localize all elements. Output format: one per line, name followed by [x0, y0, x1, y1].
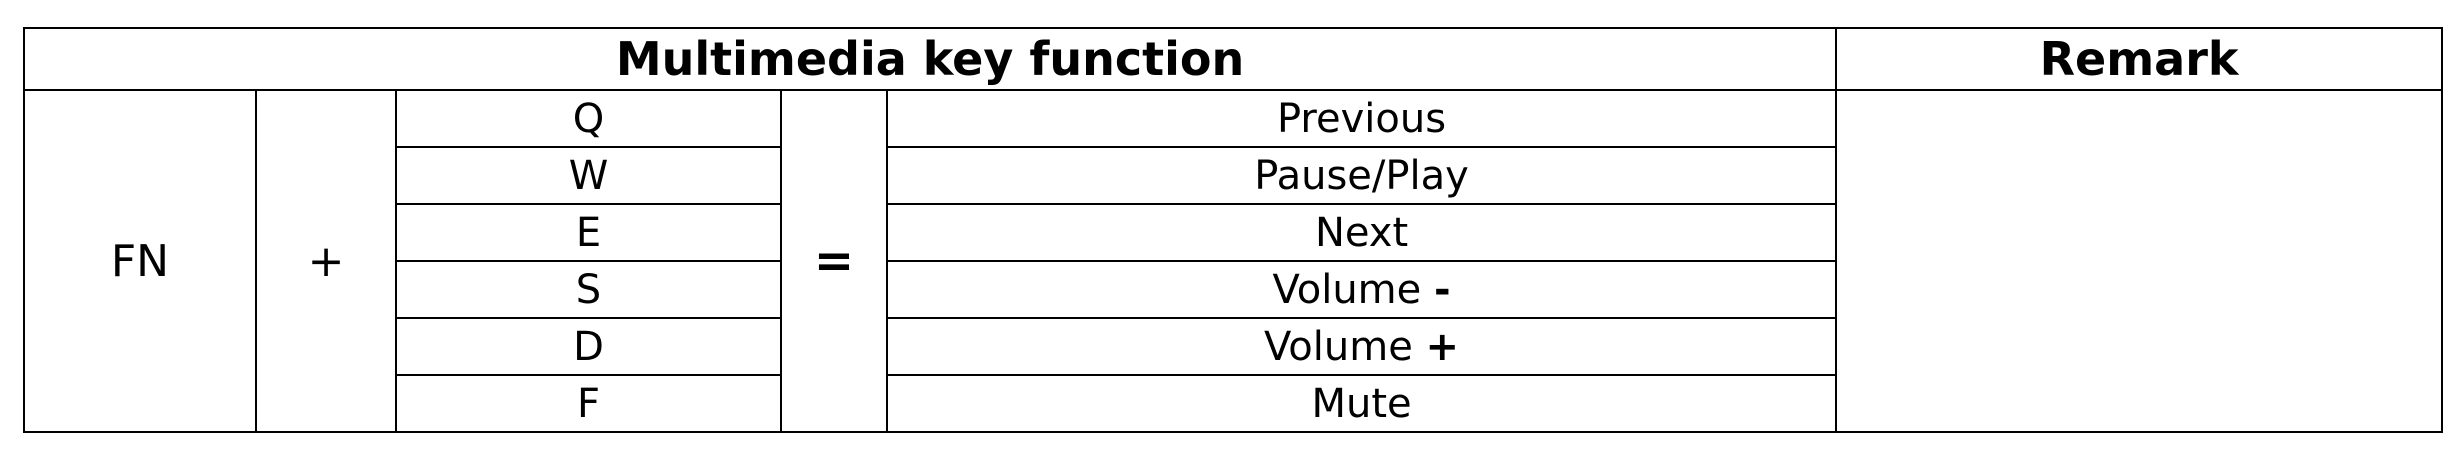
- table-row: FN + Q = Previous: [23, 89, 2444, 433]
- key-cell: D: [395, 317, 782, 376]
- function-cell: Previous: [885, 89, 1838, 148]
- header-remark: Remark: [1835, 27, 2444, 91]
- table-row: D Volume +: [24, 317, 2442, 376]
- function-cell: Volume +: [885, 317, 1838, 376]
- key-cell: Q: [395, 89, 782, 148]
- function-label: Next: [1314, 209, 1409, 256]
- function-label: Volume: [1264, 323, 1426, 370]
- table-row: F Mute: [24, 374, 2442, 433]
- function-label: Mute: [1311, 380, 1412, 427]
- remark-cell: [1835, 89, 2444, 433]
- function-cell: Volume -: [885, 260, 1838, 319]
- table-header-row: Multimedia key function Remark: [22, 27, 2444, 91]
- function-cell: Next: [885, 203, 1838, 262]
- function-cell: Pause/Play: [885, 146, 1838, 205]
- volume-down-symbol: -: [1433, 266, 1451, 313]
- function-label: Volume: [1272, 266, 1434, 313]
- plus-sign-cell: +: [255, 89, 397, 433]
- function-cell: Mute: [885, 374, 1838, 433]
- function-label: Previous: [1277, 95, 1447, 142]
- multimedia-key-table: Multimedia key function Remark FN + Q = …: [22, 27, 2444, 433]
- key-cell: E: [395, 203, 782, 262]
- key-cell: S: [395, 260, 782, 319]
- volume-up-symbol: +: [1425, 323, 1460, 370]
- function-label: Pause/Play: [1254, 152, 1469, 199]
- table-row: W Pause/Play: [24, 146, 2442, 205]
- multimedia-key-table-container: Multimedia key function Remark FN + Q = …: [22, 27, 2444, 433]
- key-cell: W: [395, 146, 782, 205]
- header-multimedia-key-function: Multimedia key function: [22, 27, 1838, 91]
- table-row: S Volume -: [24, 260, 2442, 319]
- table-row: E Next: [24, 203, 2442, 262]
- key-cell: F: [395, 374, 782, 433]
- equals-sign-cell: =: [780, 89, 888, 433]
- fn-modifier-cell: FN: [23, 89, 257, 433]
